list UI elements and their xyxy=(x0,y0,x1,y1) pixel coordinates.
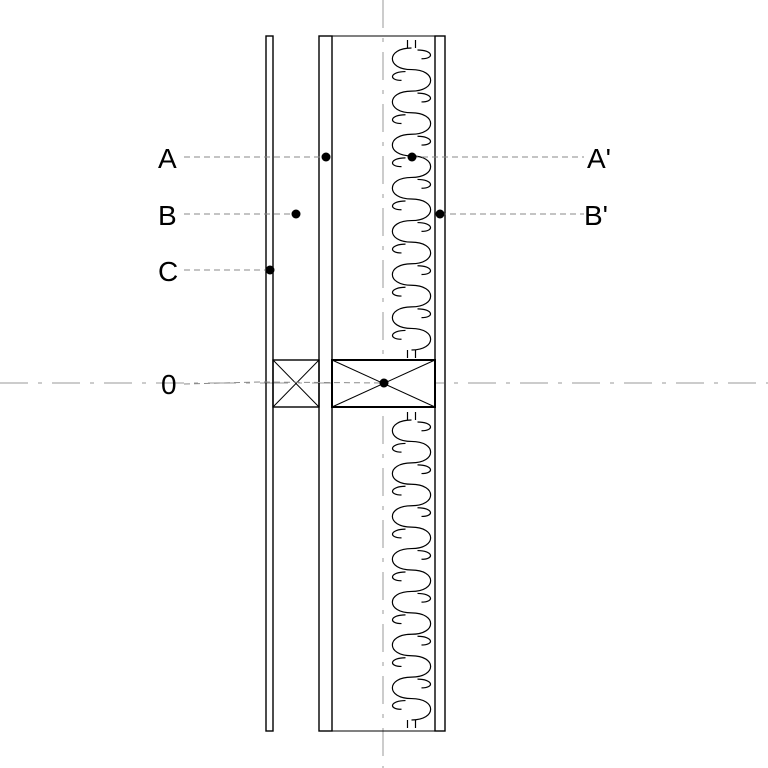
label-A: A xyxy=(158,143,177,174)
label-C: C xyxy=(158,256,178,287)
insulation-batt-lower-loops xyxy=(392,412,431,728)
point-A xyxy=(321,152,331,162)
insulation-batt-upper-loops xyxy=(392,40,431,358)
insulation-end-nub xyxy=(406,412,417,420)
blocking-left-cross-b xyxy=(272,359,320,408)
insulation-loop-path xyxy=(392,419,431,721)
label-A-prime: A' xyxy=(587,143,611,174)
insulation-end-nub xyxy=(406,350,417,358)
label-B-prime: B' xyxy=(584,200,608,231)
point-B-prime xyxy=(435,209,445,219)
point-B xyxy=(291,209,301,219)
insulation-end-nub xyxy=(406,720,417,728)
point-zero xyxy=(379,378,389,388)
label-B: B xyxy=(158,200,177,231)
insulation-end-nub xyxy=(406,40,417,48)
insulation-loop-path xyxy=(392,47,431,351)
leader-zero xyxy=(183,381,385,385)
point-A-prime xyxy=(407,152,417,162)
point-C xyxy=(265,265,275,275)
blocking-left xyxy=(272,359,320,408)
label-zero: 0 xyxy=(161,369,177,400)
